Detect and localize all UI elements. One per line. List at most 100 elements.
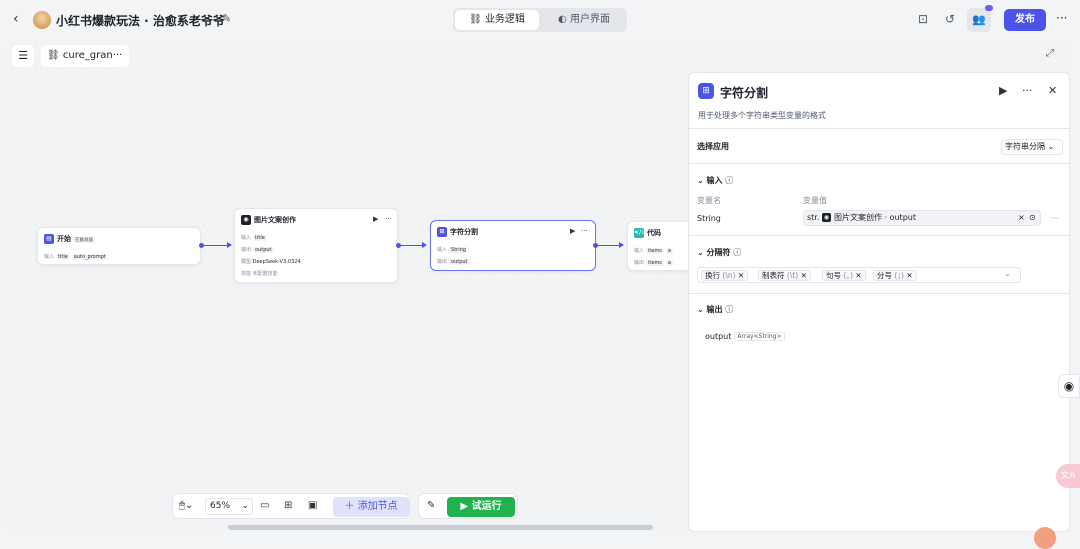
chevron-down-icon: ⌄ [697, 248, 707, 257]
play-icon: ▶ [460, 501, 472, 512]
collaborators-button[interactable]: 👥 [967, 5, 993, 32]
play-icon[interactable]: ▶ [570, 227, 576, 235]
close-icon[interactable]: ✕ [1048, 84, 1058, 97]
output-port[interactable] [199, 243, 204, 248]
separator-section-header[interactable]: ⌄ 分隔符 ⓘ [697, 248, 742, 257]
node-row: 模型 DeepSeek-V3-0324 [241, 259, 301, 265]
remove-icon[interactable]: ✕ [800, 271, 807, 280]
users-icon: 👥 [972, 13, 986, 26]
llm-node-icon: ◉ [821, 213, 831, 222]
node-title: 开始 [57, 235, 71, 243]
remove-icon[interactable]: ✕ [906, 271, 913, 280]
output-section-header[interactable]: ⌄ 输出 ⓘ [697, 305, 734, 314]
select-app-label: 选择应用 [697, 142, 729, 151]
clear-icon[interactable]: × [1018, 213, 1025, 222]
publish-button[interactable]: 发布 [1004, 9, 1046, 31]
palette-icon: ◐ [558, 14, 570, 25]
info-icon: ⓘ [725, 305, 734, 314]
minimap-icon[interactable]: ▣ [308, 500, 318, 511]
notification-dot [985, 5, 993, 11]
col-var-name: 变量名 [697, 196, 721, 205]
info-icon: ⓘ [725, 176, 734, 185]
app-logo [33, 11, 51, 29]
more-icon[interactable]: ··· [385, 215, 392, 223]
split-node-icon: ⊞ [437, 227, 447, 237]
start-node-icon: ▤ [44, 234, 54, 244]
workflow-name[interactable]: ⛓ cure_gran··· [41, 45, 129, 67]
panel-description: 用于处理多个字符串类型变量的格式 [698, 111, 826, 120]
info-icon: ⓘ [733, 248, 742, 257]
plus-icon: ＋ [344, 501, 358, 512]
mouse-mode-icon[interactable]: 🖱⌄ [179, 500, 194, 511]
node-title: 代码 [647, 229, 661, 237]
edge [598, 245, 620, 246]
translate-icon[interactable]: 文A [1056, 464, 1080, 488]
canvas-toolbar: 🖱⌄ 65% ⌄ ▭ ⊞ ▣ ＋ 添加节点 [172, 493, 410, 519]
play-icon[interactable]: ▶ [373, 215, 379, 223]
arrow-icon [422, 242, 427, 248]
comment-icon[interactable]: ▭ [260, 500, 270, 511]
import-icon[interactable]: ⊡ [918, 12, 929, 26]
edit-icon[interactable]: ✎ [222, 12, 232, 25]
input-var-value[interactable]: str. ◉图片文案创作 · output × ⊙ [803, 210, 1041, 226]
input-section-header[interactable]: ⌄ 输入 ⓘ [697, 176, 734, 185]
page-title: 小红书爆款玩法 · 治愈系老爷爷 [56, 14, 225, 28]
col-var-value: 变量值 [803, 196, 827, 205]
zoom-select[interactable]: 65% ⌄ [205, 498, 253, 515]
chevron-left-icon[interactable]: ‹ [13, 11, 19, 27]
separator-chip: 分号 (；) ✕ [873, 270, 917, 281]
separator-chip: 制表符 (\t) ✕ [758, 270, 811, 281]
node-row: 技能 未配置技能 [241, 271, 278, 277]
remove-icon[interactable]: ✕ [737, 271, 745, 280]
code-node-icon: </> [634, 228, 647, 238]
select-app-dropdown[interactable]: 字符串分隔 ⌄ [1001, 139, 1063, 155]
fullscreen-icon[interactable]: ⤢ [1046, 48, 1054, 59]
more-icon[interactable]: ··· [581, 227, 588, 235]
history-icon[interactable]: ↺ [945, 12, 956, 26]
tab-user-interface[interactable]: ◐ 用户界面 [558, 14, 610, 25]
chevron-down-icon: ⌄ [1047, 142, 1055, 151]
target-icon[interactable]: ⊙ [1029, 213, 1036, 222]
arrow-icon [227, 242, 232, 248]
output-port[interactable] [593, 243, 598, 248]
arrow-icon [619, 242, 624, 248]
divider [689, 235, 1071, 236]
more-icon[interactable]: ··· [1022, 84, 1033, 97]
layout-icon[interactable]: ⊞ [284, 500, 293, 511]
tab-business-logic[interactable]: ⛓ 业务逻辑 [455, 10, 539, 30]
remove-icon[interactable]: ✕ [855, 271, 862, 280]
view-tabs: ⛓ 业务逻辑 ◐ 用户界面 [453, 8, 627, 32]
more-icon[interactable]: ··· [1051, 214, 1059, 223]
more-icon[interactable]: ··· [1056, 11, 1068, 25]
trigger-badge: 在触发器 [73, 237, 95, 243]
assistant-icon[interactable]: ◉ [1058, 374, 1080, 398]
node-title: 字符分割 [450, 228, 478, 236]
test-run-button[interactable]: ▶ 试运行 [447, 497, 515, 517]
var-field: output [889, 213, 916, 222]
separator-chip: 换行 (\n) ✕ [701, 270, 749, 281]
play-icon[interactable]: ▶ [999, 84, 1008, 97]
output-port[interactable] [396, 243, 401, 248]
horizontal-scrollbar[interactable] [228, 525, 653, 530]
debug-icon[interactable]: ✎ [427, 500, 436, 511]
workflow-icon: ⛓ [469, 14, 485, 25]
outline-toggle-icon[interactable]: ☰ [12, 45, 34, 67]
edge [401, 245, 423, 246]
add-node-button[interactable]: ＋ 添加节点 [333, 497, 409, 517]
separator-chip: 句号 (。) ✕ [822, 270, 866, 281]
workflow-icon: ⛓ [47, 50, 63, 61]
separator-select[interactable]: 换行 (\n) ✕ 制表符 (\t) ✕ 句号 (。) ✕ 分号 (；) ✕ ⌄ [697, 267, 1021, 283]
input-var-name: String [697, 214, 721, 223]
avatar[interactable] [1034, 527, 1056, 549]
divider [689, 163, 1071, 164]
app-header: ‹ 小红书爆款玩法 · 治愈系老爷爷 ✎ ⛓ 业务逻辑 ◐ 用户界面 ⊡ ↺ 👥… [0, 0, 1080, 40]
